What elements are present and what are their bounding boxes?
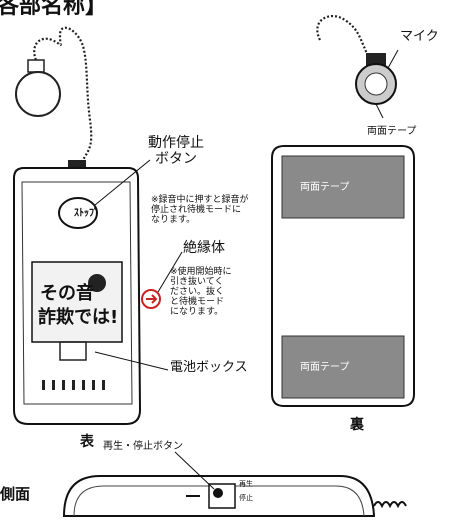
speaker-slots [42, 380, 105, 390]
insulator-note-line: になります。 [170, 306, 224, 317]
stop-button-label: 動作停止 ボタン [148, 135, 204, 167]
side-label: 側面 [0, 485, 31, 503]
stop-button-label-line: 動作停止 [148, 135, 204, 151]
slogan-line-1: その音 [40, 283, 94, 304]
stop-note-line: 停止され待機モードに [151, 204, 242, 215]
side-play-stop-button [213, 488, 223, 498]
stop-button-text: ｽﾄｯﾌﾟ [74, 208, 99, 219]
tape-bottom [281, 335, 405, 399]
side-stop-text: 停止 [239, 494, 253, 502]
stop-button-label-line: ボタン [155, 151, 197, 168]
front-leaders [94, 159, 183, 371]
slogan-line-2: 詐欺では! [38, 307, 119, 328]
mic-grill [364, 72, 388, 96]
insulator-arrow [146, 294, 158, 304]
sticker-burst [88, 274, 106, 292]
front-ring [15, 71, 61, 117]
insulator-note-line: 引き抜いてく [170, 276, 224, 287]
front-cord-connector [68, 160, 86, 170]
mic-tape-leader [375, 103, 384, 119]
front-coil-cord [33, 26, 93, 169]
side-leader [174, 451, 215, 490]
side-device [62, 451, 407, 517]
double-tape-label: 両面テープ [367, 126, 417, 137]
battery-tab [59, 341, 87, 361]
front-body-inner [21, 181, 133, 405]
insulator-note-line: ※使用開始時に [170, 267, 232, 277]
tape-top-text: 両面テープ [300, 182, 350, 193]
battery-box-label: 電池ボックス [170, 360, 248, 375]
mic-leader [387, 49, 399, 69]
stop-note-line: なります。 [151, 214, 196, 225]
stop-button-shape [58, 197, 98, 229]
back-label: 裏 [350, 417, 364, 433]
tape-bottom-text: 両面テープ [300, 362, 350, 373]
stop-note-line: ※録音中に押すと録音が [151, 195, 249, 205]
side-cord [373, 501, 407, 509]
page-title: 各部名称】 [0, 0, 108, 19]
front-ring-clip [27, 59, 45, 73]
tape-top [281, 155, 405, 219]
mic-clip [366, 53, 386, 67]
insulator-note-line: ださい。抜く [170, 286, 225, 297]
insulator-label: 絶縁体 [183, 240, 225, 256]
back-device [271, 14, 415, 407]
insulator-note-line: と待機モード [170, 296, 225, 307]
front-label: 表 [80, 434, 94, 450]
mic-label: マイク [400, 29, 439, 44]
side-play-text: 再生 [239, 480, 253, 488]
insulator-note: ※使用開始時に 引き抜いてく ださい。抜く と待機モード になります。 [170, 267, 232, 317]
front-device [13, 26, 161, 425]
stop-note: ※録音中に押すと録音が 停止され待機モードに なります。 [151, 195, 249, 226]
play-stop-button-label: 再生・停止ボタン [103, 441, 183, 452]
